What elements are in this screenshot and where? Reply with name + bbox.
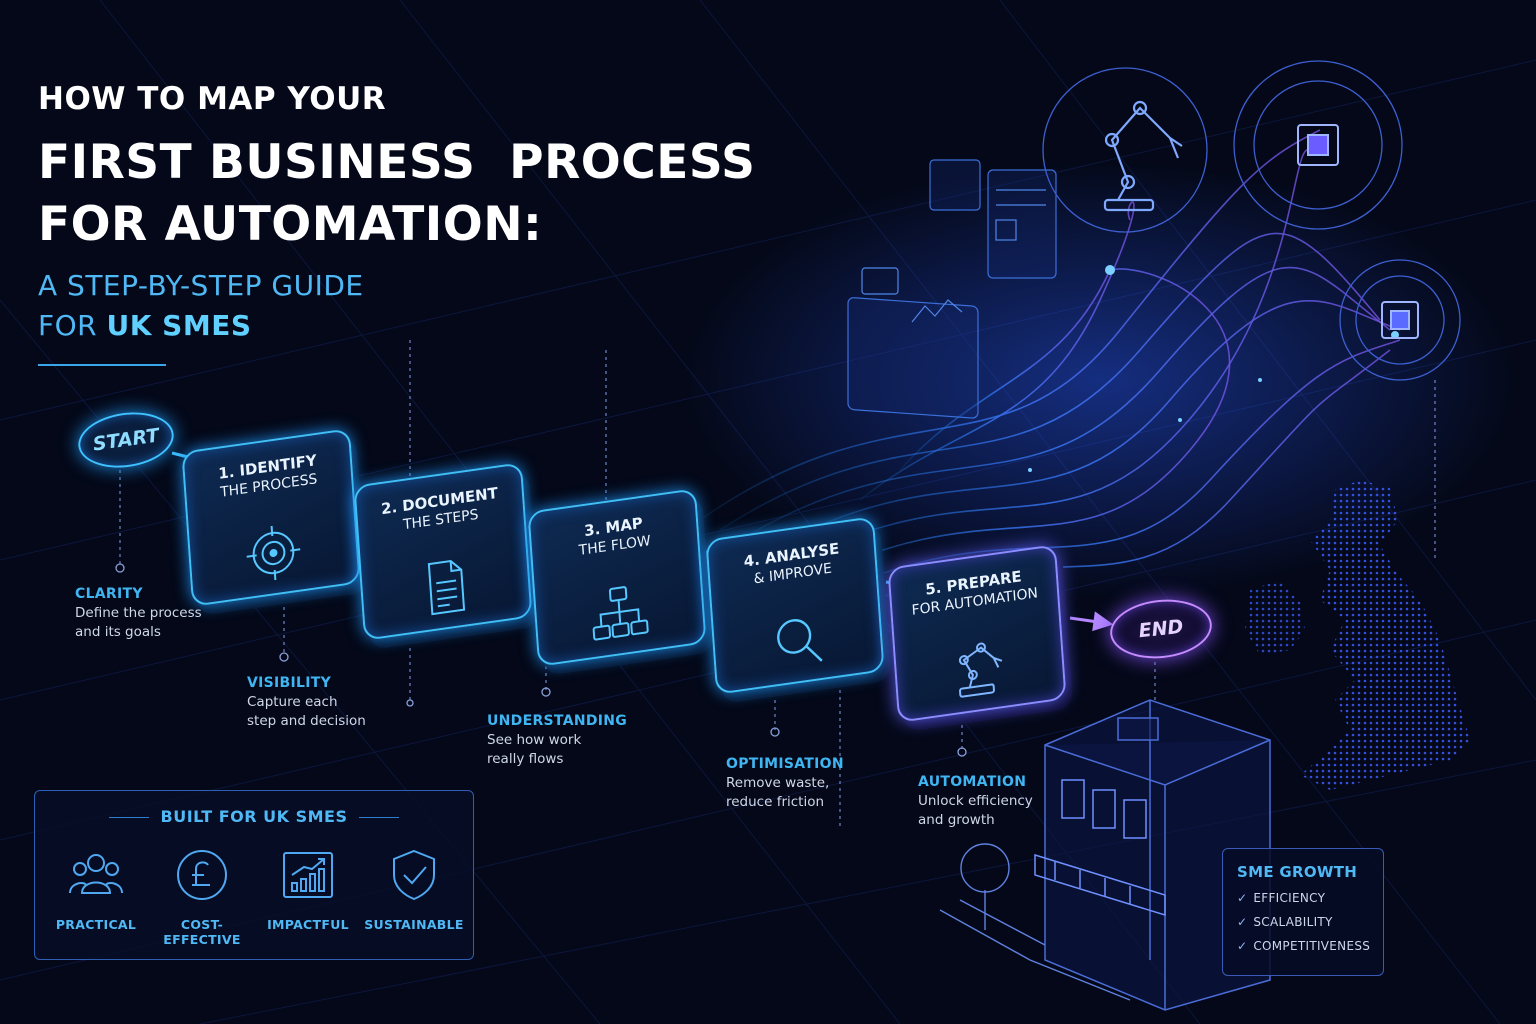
benefit-desc-1: Unlock efficiency bbox=[918, 793, 1033, 809]
title-divider bbox=[38, 364, 166, 366]
benefit-desc-2: reduce friction bbox=[726, 794, 825, 810]
growth-item-label: EFFICIENCY bbox=[1253, 891, 1326, 905]
benefit-desc-1: Capture each bbox=[247, 694, 338, 710]
built-title: BUILT FOR UK SMES bbox=[35, 807, 473, 826]
subtitle-line-1: A STEP-BY-STEP GUIDE bbox=[38, 269, 364, 302]
benefit-desc-1: See how work bbox=[487, 732, 582, 748]
benefit-understanding: UNDERSTANDING See how work really flows bbox=[487, 711, 687, 769]
flowchart-icon bbox=[592, 586, 649, 641]
growth-item: ✓ COMPETITIVENESS bbox=[1237, 939, 1371, 953]
benefit-desc-2: and growth bbox=[918, 812, 995, 828]
built-item-label: SUSTAINABLE bbox=[364, 917, 464, 932]
built-item-practical: PRACTICAL bbox=[41, 847, 151, 932]
benefit-desc-2: and its goals bbox=[75, 624, 161, 640]
check-icon: ✓ bbox=[1237, 891, 1248, 905]
benefit-title: OPTIMISATION bbox=[726, 756, 844, 772]
benefit-desc-2: really flows bbox=[487, 751, 564, 767]
title-line-3: FOR AUTOMATION: bbox=[38, 197, 543, 252]
document-icon bbox=[427, 559, 466, 616]
sme-growth-panel: SME GROWTH ✓ EFFICIENCY ✓ SCALABILITY ✓ COM… bbox=[1222, 848, 1384, 976]
built-item-sustainable: SUSTAINABLE bbox=[359, 847, 469, 932]
growth-item-label: SCALABILITY bbox=[1253, 915, 1333, 929]
subtitle-line-2: FOR UK SMES bbox=[38, 306, 798, 346]
built-item-label: PRACTICAL bbox=[55, 917, 137, 932]
title-line-2: FIRST BUSINESS PROCESS bbox=[38, 135, 756, 190]
benefit-title: AUTOMATION bbox=[918, 774, 1027, 790]
subtitle-prefix: FOR bbox=[38, 309, 107, 342]
title-block: HOW TO MAP YOUR FIRST BUSINESS PROCESS F… bbox=[38, 80, 798, 366]
subtitle-highlight: UK SMES bbox=[106, 309, 252, 342]
benefit-desc-1: Remove waste, bbox=[726, 775, 830, 791]
robot-arm-icon bbox=[958, 642, 1003, 698]
growth-title: SME GROWTH bbox=[1237, 863, 1358, 881]
target-icon bbox=[246, 525, 301, 581]
pound-icon bbox=[177, 850, 227, 900]
built-item-label: COST-EFFECTIVE bbox=[163, 917, 241, 947]
shield-check-icon bbox=[393, 849, 435, 901]
step-4-analyse: 4. ANALYSE& IMPROVE bbox=[705, 516, 885, 695]
growth-item: ✓ EFFICIENCY bbox=[1237, 891, 1369, 905]
magnifier-icon bbox=[777, 619, 823, 662]
benefit-title: VISIBILITY bbox=[247, 675, 332, 691]
benefit-title: UNDERSTANDING bbox=[487, 713, 628, 729]
benefit-visibility: VISIBILITY Capture each step and decisio… bbox=[247, 673, 447, 731]
benefit-desc-2: step and decision bbox=[247, 713, 366, 729]
title-line-1: HOW TO MAP YOUR bbox=[38, 81, 387, 117]
built-item-label: IMPACTFUL bbox=[267, 917, 349, 932]
growth-chart-icon bbox=[283, 852, 333, 898]
people-icon bbox=[69, 854, 123, 894]
benefit-automation: AUTOMATION Unlock efficiency and growth bbox=[918, 772, 1118, 830]
benefit-desc-1: Define the process bbox=[75, 605, 202, 621]
growth-item: ✓ SCALABILITY bbox=[1237, 915, 1369, 929]
built-item-cost-effective: COST-EFFECTIVE bbox=[147, 847, 257, 947]
growth-item-label: COMPETITIVENESS bbox=[1253, 939, 1371, 953]
check-icon: ✓ bbox=[1237, 939, 1248, 953]
benefit-optimisation: OPTIMISATION Remove waste, reduce fricti… bbox=[726, 754, 926, 812]
benefit-clarity: CLARITY Define the process and its goals bbox=[75, 584, 275, 642]
built-for-uk-smes-panel: BUILT FOR UK SMES PRACTICAL COST-EFFECTI… bbox=[34, 790, 474, 960]
built-item-impactful: IMPACTFUL bbox=[253, 847, 363, 932]
check-icon: ✓ bbox=[1237, 915, 1248, 929]
benefit-title: CLARITY bbox=[75, 586, 143, 602]
